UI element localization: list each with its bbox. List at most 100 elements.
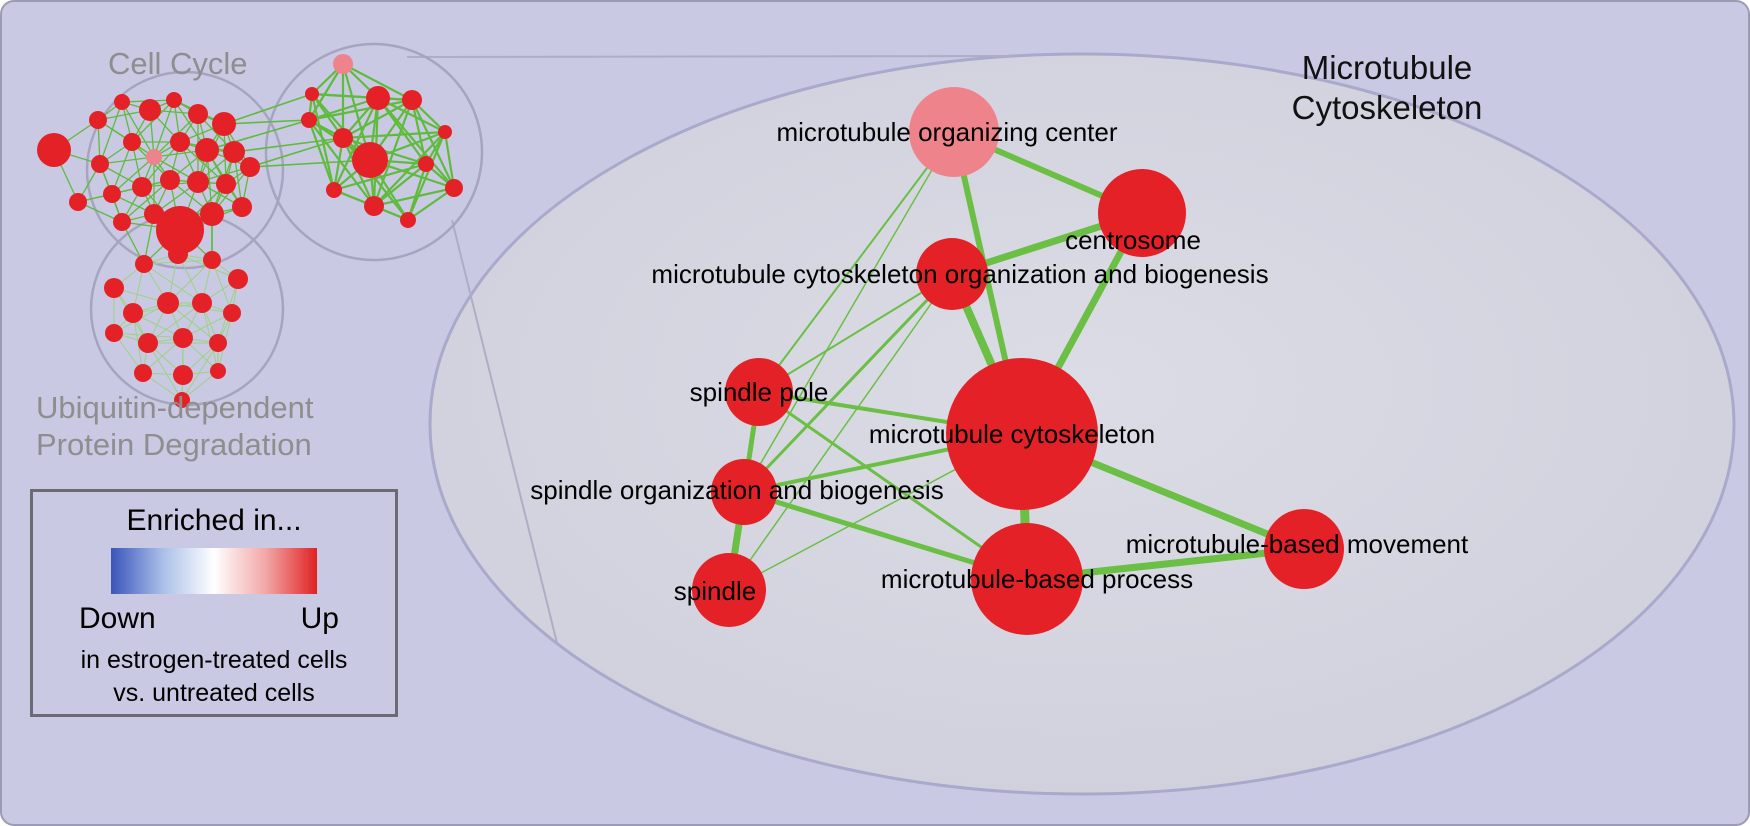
mini-node[interactable] — [132, 177, 152, 197]
mini-node[interactable] — [160, 170, 180, 190]
mini-node[interactable] — [135, 255, 153, 273]
mini-node[interactable] — [240, 157, 260, 177]
mini-node[interactable] — [138, 333, 158, 353]
mini-edge — [308, 119, 375, 207]
edge-moc-spindle_org — [743, 131, 955, 493]
mini-edge — [111, 156, 155, 195]
node-spindle_pole[interactable] — [725, 358, 793, 426]
mini-node[interactable] — [210, 363, 226, 379]
mini-node[interactable] — [123, 133, 141, 151]
mini-edge — [99, 156, 155, 165]
node-mt_movement[interactable] — [1264, 509, 1344, 589]
node-mt_process[interactable] — [971, 523, 1083, 635]
mini-node[interactable] — [232, 197, 252, 217]
mini-node[interactable] — [195, 138, 219, 162]
mini-edge — [342, 63, 413, 101]
mini-node[interactable] — [113, 213, 131, 231]
mini-node[interactable] — [104, 278, 124, 298]
mini-edge — [373, 131, 446, 207]
mini-edge — [443, 131, 456, 189]
mini-node[interactable] — [223, 141, 245, 163]
mini-node[interactable] — [192, 293, 212, 313]
mini-node[interactable] — [89, 111, 107, 129]
mini-node[interactable] — [173, 328, 193, 348]
mini-node[interactable] — [134, 364, 152, 382]
node-label-spindle: spindle — [674, 576, 756, 606]
mini-node[interactable] — [173, 365, 193, 385]
mini-edge — [407, 187, 455, 221]
edge-mco-spindle_pole — [758, 273, 953, 393]
mini-edge — [249, 159, 371, 168]
mini-edge — [373, 186, 455, 208]
mini-node[interactable] — [37, 133, 71, 167]
node-spindle_org[interactable] — [711, 459, 777, 525]
mini-edge — [310, 93, 336, 191]
mini-edge — [308, 98, 413, 122]
mini-node[interactable] — [200, 202, 224, 226]
mini-node[interactable] — [212, 112, 236, 136]
node-label-moc: microtubule organizing center — [776, 117, 1117, 147]
mini-edge — [342, 130, 446, 140]
mini-node[interactable] — [187, 171, 209, 193]
mini-node[interactable] — [69, 193, 87, 211]
mini-node[interactable] — [301, 112, 317, 128]
zoom-connector-line — [406, 55, 1011, 58]
mini-node[interactable] — [305, 87, 319, 101]
node-moc[interactable] — [909, 87, 999, 177]
microtubule-cytoskeleton-title: Microtubule Cytoskeleton — [1291, 49, 1483, 126]
mini-node[interactable] — [366, 86, 390, 110]
mini-node[interactable] — [209, 334, 227, 352]
mini-node[interactable] — [228, 269, 248, 289]
mini-node[interactable] — [400, 212, 416, 228]
mini-node[interactable] — [188, 104, 208, 124]
edge-mco-spindle_org — [742, 272, 954, 494]
mini-node[interactable] — [352, 142, 388, 178]
mini-node[interactable] — [139, 99, 161, 121]
mini-node[interactable] — [223, 304, 241, 322]
mini-node[interactable] — [91, 155, 109, 173]
node-mco[interactable] — [916, 238, 988, 310]
node-spindle[interactable] — [692, 553, 766, 627]
mini-node[interactable] — [333, 128, 353, 148]
mini-node[interactable] — [333, 54, 353, 74]
node-label-mt_movement: microtubule-based movement — [1126, 529, 1469, 559]
mini-node[interactable] — [445, 179, 463, 197]
mini-node[interactable] — [418, 156, 434, 172]
mini-node[interactable] — [216, 174, 236, 194]
mini-edge — [201, 302, 219, 372]
mini-node[interactable] — [170, 132, 190, 152]
mini-node[interactable] — [174, 392, 190, 408]
mini-edge — [308, 63, 344, 121]
mini-node[interactable] — [168, 244, 188, 264]
ubiquitin-cluster-label: Ubiquitin-dependent Protein Degradation — [36, 390, 314, 462]
legend-title: Enriched in... — [126, 504, 302, 537]
mini-node[interactable] — [364, 196, 384, 216]
node-mt_cyto[interactable] — [946, 358, 1098, 510]
mini-node[interactable] — [103, 185, 121, 203]
mini-edge — [143, 263, 203, 304]
mini-edge — [181, 342, 219, 401]
mini-edge — [111, 141, 133, 195]
edge-moc-spindle_pole — [758, 131, 955, 393]
legend-down-label: Down — [79, 602, 156, 635]
mini-edge — [223, 93, 313, 125]
mini-node[interactable] — [402, 90, 422, 110]
mini-node[interactable] — [105, 324, 123, 342]
mini-node[interactable] — [123, 303, 143, 323]
mini-node[interactable] — [146, 149, 162, 165]
node-centrosome[interactable] — [1098, 169, 1186, 257]
edge-mco-spindle — [728, 273, 953, 591]
mini-node[interactable] — [156, 206, 204, 254]
mini-node[interactable] — [166, 92, 182, 108]
cluster-circle-microtubule-cytoskeleton — [264, 42, 484, 262]
mini-edge — [308, 96, 379, 122]
node-label-mt_cyto: microtubule cytoskeleton — [869, 419, 1155, 449]
mini-node[interactable] — [114, 94, 130, 110]
mini-node[interactable] — [203, 251, 221, 269]
node-label-spindle_org: spindle organization and biogenesis — [530, 475, 943, 505]
mini-edge — [153, 99, 175, 158]
mini-node[interactable] — [438, 125, 452, 139]
mini-node[interactable] — [157, 292, 179, 314]
mini-node[interactable] — [326, 182, 342, 198]
